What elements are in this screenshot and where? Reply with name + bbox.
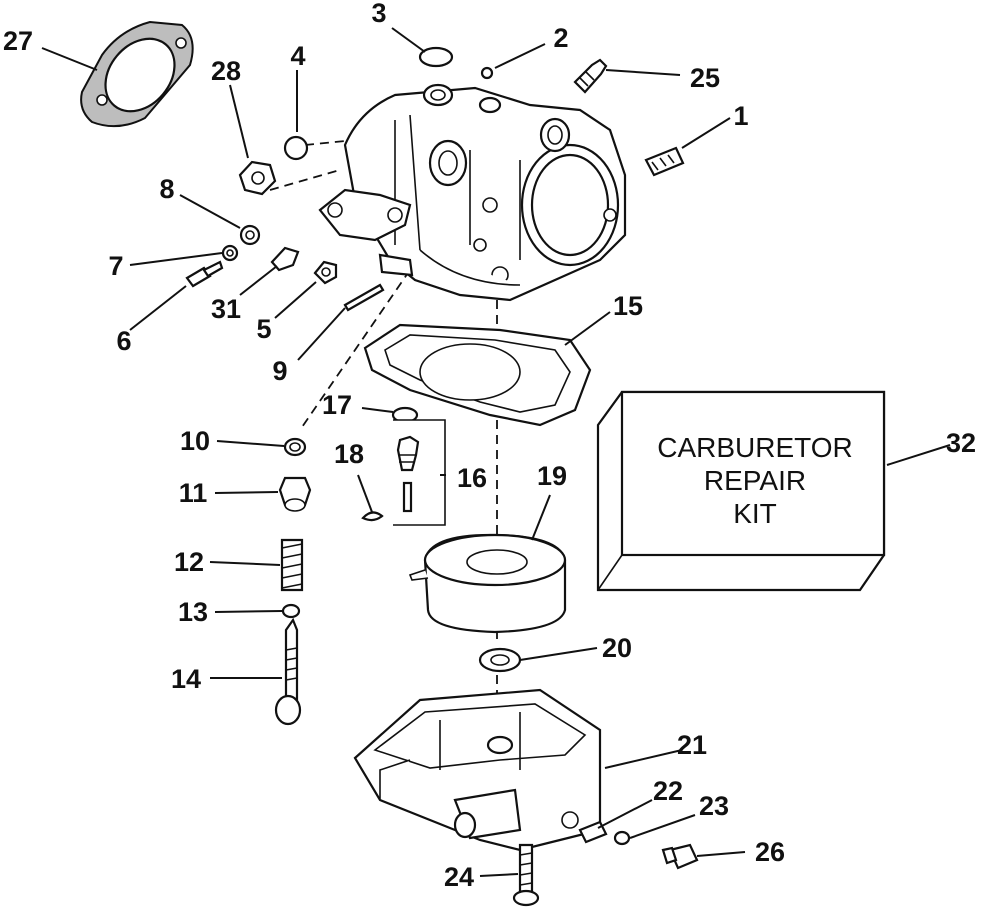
kit-title-line-2: REPAIR xyxy=(704,465,806,496)
label-8: 8 xyxy=(159,174,174,204)
label-13: 13 xyxy=(178,597,208,627)
label-32: 32 xyxy=(946,428,976,458)
linkage-small-parts xyxy=(185,224,385,312)
label-12: 12 xyxy=(174,547,204,577)
label-21: 21 xyxy=(677,730,707,760)
label-22: 22 xyxy=(653,776,683,806)
label-23: 23 xyxy=(699,791,729,821)
label-18: 18 xyxy=(334,439,364,469)
label-1: 1 xyxy=(733,101,748,131)
nozzle-part xyxy=(478,647,522,673)
fitting-and-screw xyxy=(573,58,685,177)
label-7: 7 xyxy=(108,251,123,281)
needle-seat-assembly xyxy=(361,406,446,526)
label-24: 24 xyxy=(444,862,474,892)
label-11: 11 xyxy=(179,478,208,508)
label-27: 27 xyxy=(3,26,33,56)
label-31: 31 xyxy=(211,294,241,324)
label-19: 19 xyxy=(537,461,567,491)
idle-mixture-parts xyxy=(274,437,312,726)
label-14: 14 xyxy=(171,664,201,694)
small-top-parts xyxy=(238,46,494,196)
label-3: 3 xyxy=(371,0,386,28)
label-4: 4 xyxy=(290,41,305,71)
label-16: 16 xyxy=(457,463,487,493)
kit-title-line-1: CARBURETOR xyxy=(657,432,853,463)
carburetor-body-part xyxy=(318,83,627,302)
part-number-labels: 27 28 4 3 2 25 1 8 7 6 31 5 9 15 17 18 1… xyxy=(3,0,976,892)
float-part xyxy=(408,533,567,634)
label-9: 9 xyxy=(272,356,287,386)
bowl-gasket-part xyxy=(363,323,592,427)
label-15: 15 xyxy=(613,291,643,321)
label-2: 2 xyxy=(553,23,568,53)
label-10: 10 xyxy=(180,426,210,456)
repair-kit-box: CARBURETOR REPAIR KIT xyxy=(596,390,886,592)
flange-gasket-part xyxy=(80,20,194,128)
label-5: 5 xyxy=(256,314,271,344)
label-17: 17 xyxy=(322,390,352,420)
label-25: 25 xyxy=(690,63,720,93)
label-28: 28 xyxy=(211,56,241,86)
leader-lines xyxy=(41,27,951,877)
kit-title-line-3: KIT xyxy=(733,498,777,529)
label-6: 6 xyxy=(116,326,131,356)
label-20: 20 xyxy=(602,633,632,663)
float-bowl-part xyxy=(353,688,602,852)
label-26: 26 xyxy=(755,837,785,867)
